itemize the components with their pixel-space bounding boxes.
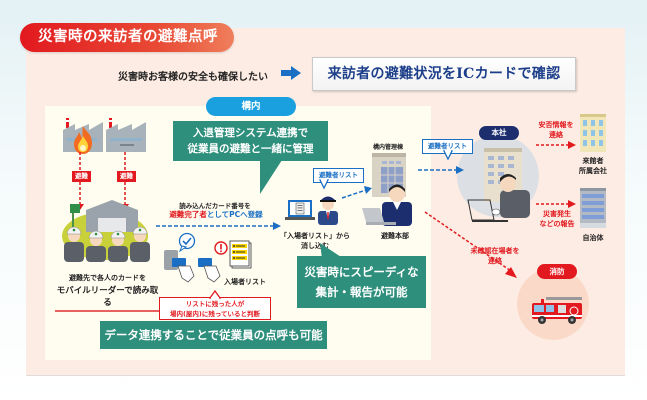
visitor-company-label: 来館者 所属会社 (572, 156, 614, 176)
disaster-report-line1: 災害発生 (543, 210, 571, 218)
laptop-icon (285, 200, 315, 220)
unconfirmed-label: 未確認在場者を 連絡 (467, 246, 523, 266)
integration-bubble: 入退管理システム連携で 従業員の避難と一緒に管理 (173, 121, 328, 161)
workers-icon (64, 226, 150, 262)
unconfirmed-arrow (424, 211, 517, 278)
unconfirmed-line1: 未確認在場者を (470, 247, 520, 255)
manager-icon (362, 184, 412, 226)
hq-label: 避難本部 (381, 232, 409, 240)
premises-label: 構内 (206, 97, 296, 116)
visitor-company-line2: 所属会社 (579, 167, 607, 175)
register-line1: 読み込んだカード番号を (179, 202, 251, 210)
guard-caption-line1: 「入場者リスト」から (280, 232, 350, 240)
building-icon (580, 188, 606, 228)
data-link-bubble: データ連携することで従業員の点呼も可能 (100, 321, 327, 349)
disaster-report-line2: などの報告 (539, 220, 575, 228)
integration-bubble-tail (260, 160, 282, 194)
safety-info-line1: 安否情報を (538, 121, 574, 129)
remaining-callout-line1: リストに残った人が (185, 300, 245, 308)
guard-icon (318, 196, 338, 225)
register-line2: 避難完了者としてPCへ登録 (158, 210, 274, 220)
evacuee-tag-pointer (318, 179, 330, 190)
remaining-callout: リストに残った人が 場内(屋内)に残っていると判断 (159, 297, 271, 320)
assembly-caption-underlined: モバイルリーダーで読み取る (55, 284, 160, 312)
fire-truck-icon (532, 297, 582, 324)
report-bubble: 災害時にスピーディな 集計・報告が可能 (297, 256, 426, 308)
headline-box: 来訪者の避難状況をICカードで確認 (312, 57, 576, 91)
callout-pointer (208, 289, 222, 299)
alert-icon (214, 241, 228, 255)
guard-caption: 「入場者リスト」から 消し込む (280, 231, 350, 251)
report-bubble-line1: 災害時にスピーディな (304, 265, 419, 279)
safety-info-line2: 連絡 (549, 131, 563, 139)
guard-to-hq-arrow (341, 186, 372, 199)
office-worker-icon (467, 148, 530, 222)
fire-icon (74, 126, 92, 154)
register-blue: としてPCへ登録 (206, 210, 263, 219)
integration-bubble-line1: 入退管理システム連携で (192, 127, 309, 139)
assembly-caption: 避難先で各人のカードを (69, 274, 146, 282)
building-icon (580, 114, 606, 152)
unconfirmed-line2: 連絡 (488, 257, 502, 265)
card-reader-icon (164, 250, 221, 283)
list-icon (229, 240, 252, 269)
warehouse-icon (70, 200, 138, 232)
hq-to-head-office-arrow (418, 166, 464, 174)
visitor-company-line1: 来館者 (582, 157, 604, 165)
remaining-callout-line2: 場内(屋内)に残っていると判断 (169, 310, 261, 318)
lead-text: 災害時お客様の安全も確保したい (118, 72, 268, 83)
fire-dept-label: 消防 (537, 264, 577, 279)
integration-bubble-line2: 従業員の避難と一緒に管理 (187, 143, 314, 155)
disaster-report-arrow (536, 200, 576, 208)
disaster-report-label: 災害発生 などの報告 (534, 209, 580, 229)
checkmark-icon (178, 232, 196, 253)
municipality-label: 自治体 (582, 234, 604, 242)
report-bubble-line2: 集計・報告が可能 (315, 285, 408, 299)
evacuate-tag: 避難 (117, 171, 136, 182)
report-bubble-tail (320, 243, 344, 259)
evacuee-outside-pointer (442, 150, 454, 161)
register-red: 避難完了者 (169, 210, 207, 219)
evacuate-tag: 避難 (72, 171, 91, 182)
safety-info-arrow (536, 141, 576, 149)
visitor-list-label: 入場者リスト (224, 278, 266, 286)
page-title: 災害時の来訪者の避難点呼 (20, 23, 234, 52)
arrow-right-icon (281, 66, 301, 80)
building-label: 構内管理棟 (372, 144, 403, 151)
safety-info-label: 安否情報を 連絡 (534, 120, 578, 140)
guard-caption-line2: 消し込む (301, 242, 329, 250)
head-office-label: 本社 (479, 126, 519, 140)
register-arrow (156, 222, 281, 230)
